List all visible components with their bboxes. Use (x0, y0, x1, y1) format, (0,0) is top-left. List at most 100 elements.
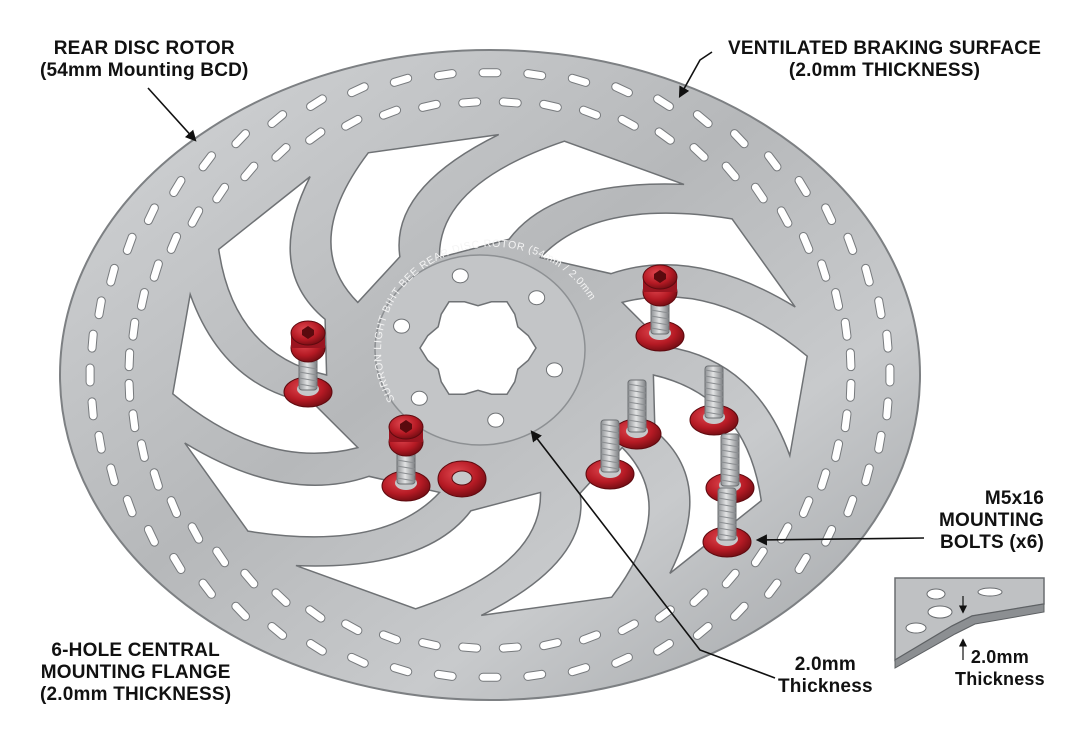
loose-washer (437, 460, 487, 498)
center-hole (419, 301, 537, 395)
thread-line (600, 459, 620, 464)
vent-slot (611, 82, 633, 98)
label-thickness-center-line2: Thickness (778, 676, 873, 697)
vent-slot (831, 288, 844, 311)
bolt-shank (704, 365, 724, 419)
thread-line (717, 521, 737, 526)
vent-slot (821, 203, 837, 226)
vent-slot (689, 143, 709, 162)
vent-slot (128, 409, 140, 433)
vent-slot (821, 524, 837, 547)
thread-line (650, 309, 670, 314)
spoke-cutout (184, 442, 441, 538)
mounted-bolt (283, 320, 333, 408)
vent-slot (721, 161, 740, 182)
vent-slot (750, 182, 768, 204)
vent-slot (874, 296, 886, 320)
spoke-cutout (438, 140, 685, 259)
vent-slot (389, 73, 413, 87)
flange-mounting-holes (393, 268, 563, 428)
callout-leaders (147, 51, 925, 679)
vent-slot (169, 176, 186, 198)
thread-line (396, 465, 416, 470)
thread-line (717, 503, 737, 508)
bolt-shank (720, 433, 740, 487)
label-thickness-inset-line2: Thickness (955, 669, 1045, 689)
vent-slot (341, 619, 363, 636)
thread-line (717, 533, 737, 538)
vent-slot (240, 568, 259, 589)
vent-slot (306, 94, 327, 111)
thread-line (298, 371, 318, 376)
vent-slot (166, 496, 182, 519)
thread-line (627, 425, 647, 430)
vent-slot (617, 114, 639, 131)
thread-line (627, 407, 647, 412)
vent-slot (267, 621, 288, 640)
thread-line (717, 491, 737, 496)
vent-slot (143, 524, 159, 547)
vent-slot (267, 110, 288, 129)
vent-slot (136, 439, 149, 462)
thread-line (650, 321, 670, 326)
vent-slot (231, 601, 250, 621)
vent-slot (347, 652, 369, 668)
hex-socket (302, 326, 314, 339)
vent-slot (798, 231, 814, 254)
flange-hole (410, 390, 428, 406)
thread-line (720, 449, 740, 454)
label-flange-line2: MOUNTING FLANGE (40, 662, 231, 683)
vent-slot (143, 203, 159, 226)
vent-slot (654, 127, 675, 145)
flange-hole (451, 268, 469, 284)
vent-slot (689, 588, 709, 607)
label-flange-line1: 6-HOLE CENTRAL (51, 640, 220, 661)
vent-slot (240, 161, 259, 182)
vent-slot (840, 317, 852, 341)
thread-line (704, 381, 724, 386)
vent-slot (567, 663, 591, 677)
spoke-cutout (480, 446, 650, 617)
loose-bolt (612, 379, 662, 450)
thread-line (650, 327, 670, 332)
spoke-cutout (171, 291, 360, 454)
vent-slot (692, 110, 713, 129)
vent-slot (478, 68, 502, 78)
bolt-shank (600, 419, 620, 473)
vent-slot (840, 409, 852, 433)
vent-slot (776, 206, 793, 228)
vent-slot (776, 522, 793, 544)
vent-slot (817, 468, 831, 491)
thread-line (717, 515, 737, 520)
thread-line (704, 399, 724, 404)
vent-slot (882, 397, 893, 421)
vent-slot (845, 348, 856, 372)
thread-line (627, 419, 647, 424)
ventilation-slots (85, 68, 895, 682)
vent-slot (721, 568, 740, 589)
vent-slot (653, 94, 674, 111)
vent-slot (94, 430, 106, 454)
vent-slot (498, 97, 522, 108)
label-flange-line3: (2.0mm THICKNESS) (40, 684, 232, 705)
vent-slot (305, 127, 326, 145)
thread-line (600, 465, 620, 470)
label-central-mounting-flange: 6-HOLE CENTRAL MOUNTING FLANGE (2.0mm TH… (40, 640, 231, 706)
vent-slot (149, 468, 163, 491)
vent-slot (136, 288, 149, 311)
vent-slot (389, 663, 413, 677)
thread-line (704, 393, 724, 398)
thickness-inset-detail (894, 577, 1045, 669)
leader-braking-surface (678, 51, 713, 98)
thread-line (600, 441, 620, 446)
rotor-disc: SURRON LIGHT BIHT BEE REAR DISC ROTOR (5… (0, 0, 921, 701)
vent-slot (122, 495, 137, 518)
thread-line (298, 377, 318, 382)
thread-line (720, 479, 740, 484)
vent-slot (341, 114, 363, 131)
vent-slot (692, 621, 713, 640)
mounted-bolt (635, 264, 685, 352)
thread-line (720, 443, 740, 448)
thread-line (627, 401, 647, 406)
